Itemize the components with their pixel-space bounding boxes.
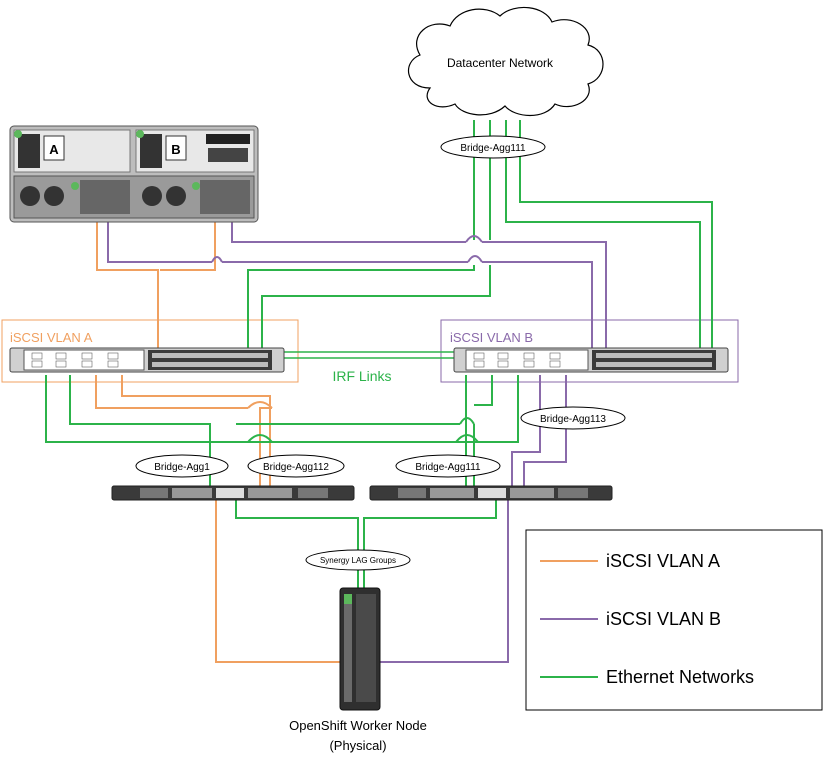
worker-node-subtitle: (Physical) (329, 738, 386, 753)
cable-node-eth-2 (363, 500, 497, 590)
controller-a-label: A (49, 142, 59, 157)
bridge-agg113: Bridge-Agg113 (520, 406, 626, 430)
irf-links-label: IRF Links (332, 368, 391, 384)
vlan-b-box (440, 319, 739, 383)
svg-text:Bridge-Agg1: Bridge-Agg1 (154, 462, 210, 473)
cable-node-a (215, 500, 344, 663)
legend-item-vlan-b: iSCSI VLAN B (540, 609, 721, 629)
cable-node-eth-1 (235, 500, 359, 590)
controller-b-label: B (171, 142, 180, 157)
cable-storage-a-2 (160, 205, 216, 271)
cable-storage-b-1 (107, 205, 593, 350)
bridge-agg111-mid: Bridge-Agg111 (395, 454, 501, 478)
legend-item-ethernet: Ethernet Networks (540, 667, 754, 687)
worker-node-title: OpenShift Worker Node (289, 718, 427, 733)
cable-eth-1 (247, 120, 475, 350)
cable-storage-b-2 (231, 205, 607, 350)
bridge-agg112: Bridge-Agg112 (247, 454, 345, 478)
svg-text:iSCSI VLAN A: iSCSI VLAN A (606, 551, 720, 571)
bridge-agg1: Bridge-Agg1 (135, 454, 229, 478)
hop-arcs (211, 235, 483, 443)
svg-text:Bridge-Agg111: Bridge-Agg111 (415, 462, 481, 473)
cable-eth-4 (519, 120, 713, 350)
svg-text:Bridge-Agg111: Bridge-Agg111 (460, 143, 526, 154)
cable-sw-ic-7 (523, 375, 567, 490)
svg-text:Ethernet Networks: Ethernet Networks (606, 667, 754, 687)
svg-text:Bridge-Agg113: Bridge-Agg113 (540, 414, 606, 425)
storage-array: A B (9, 125, 259, 223)
switch-right (453, 347, 729, 373)
legend: iSCSI VLAN A iSCSI VLAN B Ethernet Netwo… (525, 529, 823, 711)
bridge-agg111-top: Bridge-Agg111 (440, 135, 546, 159)
cable-eth-3 (505, 120, 701, 350)
interconnect-right (369, 485, 613, 501)
vlan-a-box (1, 319, 299, 383)
cloud-label: Datacenter Network (447, 56, 554, 70)
cable-node-b (378, 500, 509, 663)
synergy-lag-groups: Synergy LAG Groups (305, 549, 411, 571)
worker-node (339, 587, 381, 711)
interconnect-left (111, 485, 355, 501)
datacenter-cloud: Datacenter Network (407, 6, 604, 116)
switch-left (9, 347, 285, 373)
cable-storage-a-1 (96, 205, 159, 350)
legend-item-vlan-a: iSCSI VLAN A (540, 551, 720, 571)
svg-text:iSCSI VLAN B: iSCSI VLAN B (606, 609, 721, 629)
vlan-a-label: iSCSI VLAN A (10, 330, 93, 345)
vlan-b-label: iSCSI VLAN B (450, 330, 533, 345)
cable-sw-ic-6 (511, 375, 541, 490)
svg-text:Synergy LAG Groups: Synergy LAG Groups (320, 556, 396, 565)
svg-text:Bridge-Agg112: Bridge-Agg112 (263, 462, 329, 473)
